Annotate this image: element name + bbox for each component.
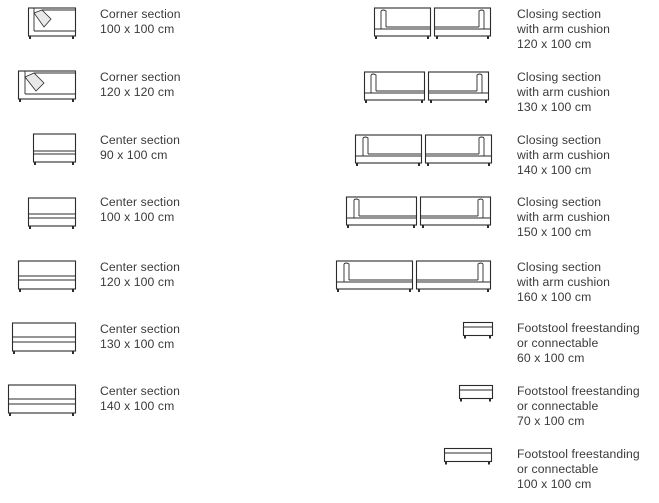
closing-section-drawing [345,196,494,230]
footstool-drawing [443,447,494,466]
corner-section-drawing [27,7,78,41]
footstool-100-label: Footstool freestanding or connectable 10… [517,447,640,491]
footstool-drawing [458,384,495,403]
closing-section-drawing [373,7,496,41]
closing-section-150-label: Closing section with arm cushion 150 x 1… [517,195,611,239]
footstool-drawing [462,321,495,340]
center-section-drawing [32,133,77,167]
center-section-drawing [17,260,78,294]
center-section-100-label: Center section 100 x 100 cm [100,195,180,224]
closing-section-drawing [354,134,495,168]
footstool-60-label: Footstool freestanding or connectable 60… [517,321,640,365]
corner-section-100-label: Corner section 100 x 100 cm [100,7,181,36]
center-section-120-label: Center section 120 x 100 cm [100,260,180,289]
footstool-70-label: Footstool freestanding or connectable 70… [517,384,640,428]
center-section-130-label: Center section 130 x 100 cm [100,322,180,351]
center-section-140-label: Center section 140 x 100 cm [100,384,180,413]
closing-section-140-label: Closing section with arm cushion 140 x 1… [517,133,611,177]
center-section-drawing [27,197,78,231]
closing-section-drawing [363,71,494,105]
closing-section-120-label: Closing section with arm cushion 120 x 1… [517,7,611,51]
closing-section-130-label: Closing section with arm cushion 130 x 1… [517,70,611,114]
corner-section-120-label: Corner section 120 x 120 cm [100,70,181,99]
center-section-90-label: Center section 90 x 100 cm [100,133,180,162]
center-section-drawing [7,384,78,418]
center-section-drawing [11,322,78,356]
closing-section-drawing [335,260,494,294]
corner-section-drawing [17,70,78,104]
closing-section-160-label: Closing section with arm cushion 160 x 1… [517,260,611,304]
